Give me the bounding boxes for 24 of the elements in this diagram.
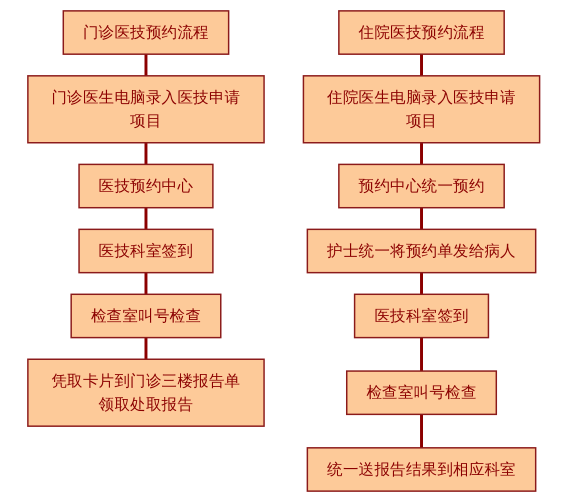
node-box: 统一送报告结果到相应科室 xyxy=(306,447,537,492)
connector xyxy=(144,338,148,360)
node-box: 住院医技预约流程 xyxy=(338,10,506,55)
connector xyxy=(144,272,148,294)
connector xyxy=(420,54,424,76)
node-box: 凭取卡片到门诊三楼报告单领取处取报告 xyxy=(27,358,266,427)
node-box: 医技科室签到 xyxy=(78,228,214,274)
node-box: 护士统一将预约单发给病人 xyxy=(306,228,537,274)
node-box: 门诊医生电脑录入医技申请项目 xyxy=(27,75,266,144)
connector xyxy=(420,272,424,294)
node-box: 门诊医技预约流程 xyxy=(62,10,230,55)
connector xyxy=(144,208,148,230)
connector xyxy=(144,142,148,164)
connector xyxy=(144,54,148,76)
node-box: 医技预约中心 xyxy=(78,164,214,208)
connector xyxy=(420,142,424,164)
node-box: 预约中心统一预约 xyxy=(338,164,506,208)
connector xyxy=(420,414,424,448)
node-box: 检查室叫号检查 xyxy=(70,294,222,338)
node-box: 住院医生电脑录入医技申请项目 xyxy=(302,75,541,144)
node-box: 检查室叫号检查 xyxy=(346,370,498,416)
connector xyxy=(420,338,424,372)
connector xyxy=(420,208,424,230)
node-box: 医技科室签到 xyxy=(354,294,490,338)
